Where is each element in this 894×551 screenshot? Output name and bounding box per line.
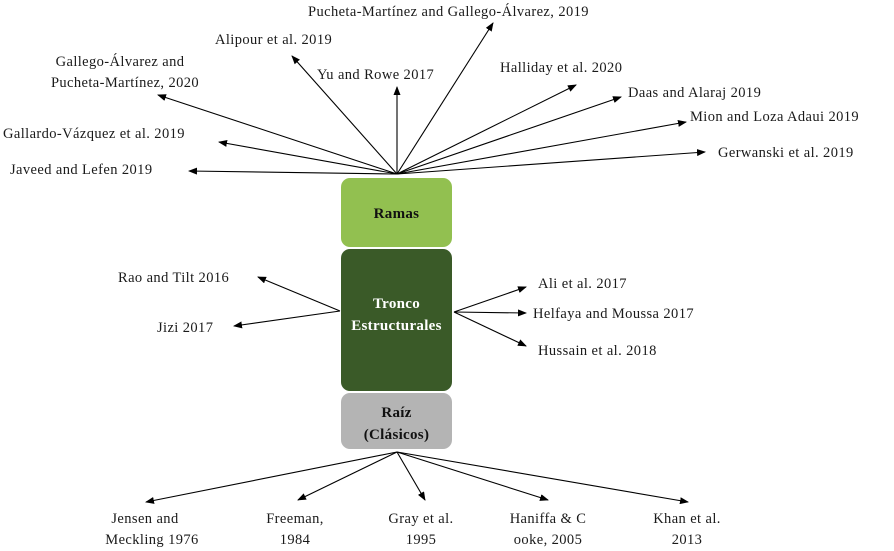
arrow (145, 451, 398, 504)
reference-label: Hussain et al. 2018 (538, 343, 657, 359)
raiz-references: Jensen and Meckling 1976 Freeman, 1984 G… (105, 511, 721, 548)
reference-label: Gallego-Álvarez and (56, 53, 185, 70)
reference-label: Pucheta-Martínez and Gallego-Álvarez, 20… (308, 3, 589, 20)
tronco-label-line1: Tronco (373, 296, 420, 312)
reference-label: 2013 (672, 532, 703, 548)
reference-label: Freeman, (266, 511, 324, 527)
arrow (291, 55, 398, 175)
arrow (396, 451, 549, 501)
reference-label: Halliday et al. 2020 (500, 60, 622, 76)
reference-label: Ali et al. 2017 (538, 276, 627, 292)
arrow (453, 309, 527, 317)
arrow (188, 167, 398, 175)
reference-label: Helfaya and Moussa 2017 (533, 306, 694, 322)
arrow (396, 84, 577, 175)
arrow (257, 276, 341, 312)
ramas-arrows (157, 22, 706, 175)
arrow (297, 451, 398, 501)
arrow (396, 96, 622, 175)
reference-label: Meckling 1976 (105, 532, 198, 548)
arrow (233, 310, 341, 329)
arrow (396, 149, 706, 175)
arrow (453, 286, 527, 313)
reference-label: Daas and Alaraj 2019 (628, 85, 761, 101)
arrow (396, 119, 687, 175)
tronco-label-line2: Estructurales (351, 318, 442, 334)
ramas-label: Ramas (374, 206, 420, 222)
reference-label: Jensen and (111, 511, 179, 527)
reference-label: Rao and Tilt 2016 (118, 270, 229, 286)
reference-label: Javeed and Lefen 2019 (10, 162, 152, 178)
tronco-box: Tronco Estructurales (341, 249, 452, 391)
reference-label: 1984 (280, 532, 311, 548)
reference-label: Jizi 2017 (157, 320, 213, 336)
tronco-references: Rao and Tilt 2016 Jizi 2017 Ali et al. 2… (118, 270, 694, 359)
reference-label: Haniffa & C (510, 511, 587, 527)
arrow (157, 94, 398, 175)
reference-label: ooke, 2005 (514, 532, 582, 548)
arrow (453, 311, 527, 347)
ramas-references: Javeed and Lefen 2019 Gallardo-Vázquez e… (3, 3, 859, 178)
reference-label: Alipour et al. 2019 (215, 32, 332, 48)
ramas-box: Ramas (341, 178, 452, 247)
raiz-box: Raíz (Clásicos) (341, 393, 452, 449)
reference-label: Mion and Loza Adaui 2019 (690, 109, 859, 125)
reference-label: Pucheta-Martínez, 2020 (51, 75, 199, 91)
reference-label: Gerwanski et al. 2019 (718, 145, 854, 161)
raiz-arrows (145, 451, 689, 505)
reference-label: Gallardo-Vázquez et al. 2019 (3, 126, 185, 142)
tronco-arrows (233, 276, 527, 347)
arrow (396, 22, 494, 175)
raiz-label-line1: Raíz (381, 405, 411, 421)
arrow (396, 451, 689, 505)
reference-label: Gray et al. (388, 511, 453, 527)
reference-label: Khan et al. (653, 511, 721, 527)
reference-label: 1995 (406, 532, 437, 548)
raiz-label-line2: (Clásicos) (364, 427, 430, 443)
arrow (218, 139, 398, 175)
arrow (396, 451, 426, 501)
reference-label: Yu and Rowe 2017 (317, 67, 434, 83)
